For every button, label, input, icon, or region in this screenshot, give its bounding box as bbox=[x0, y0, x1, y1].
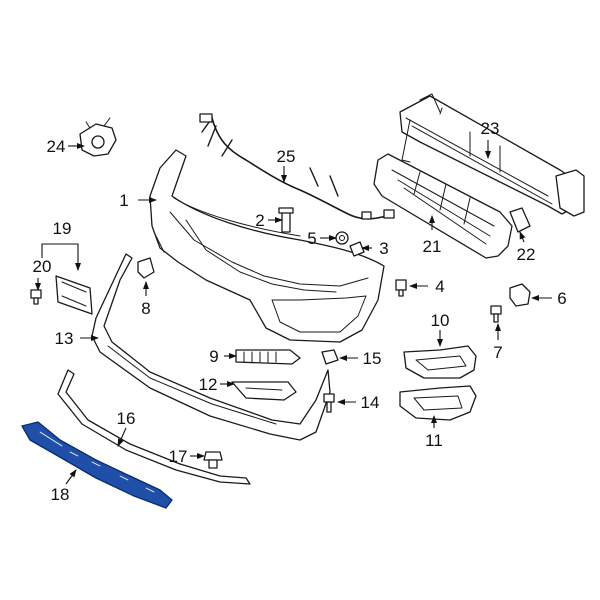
callout-19: 19 bbox=[53, 219, 72, 238]
part-10-bezel[interactable] bbox=[403, 345, 477, 379]
part-22-bracket[interactable] bbox=[509, 207, 531, 233]
callout-10: 10 bbox=[431, 311, 450, 330]
callout-17: 17 bbox=[169, 447, 188, 466]
leader-19 bbox=[41, 243, 81, 271]
callout-labels: 1 2 3 4 5 6 7 8 9 10 11 12 13 14 15 16 1… bbox=[33, 119, 567, 504]
part-20-screw[interactable] bbox=[30, 289, 42, 305]
leader-22 bbox=[519, 231, 526, 243]
part-9-trim[interactable] bbox=[235, 349, 301, 365]
part-19-license-bracket[interactable] bbox=[55, 275, 93, 315]
callout-16: 16 bbox=[117, 409, 136, 428]
callout-7: 7 bbox=[493, 343, 502, 362]
callout-4: 4 bbox=[435, 277, 444, 296]
part-3-clip[interactable] bbox=[349, 241, 365, 257]
part-5-clip[interactable] bbox=[335, 231, 349, 245]
callout-3: 3 bbox=[379, 239, 388, 258]
part-6-bracket[interactable] bbox=[509, 283, 531, 307]
part-8-clip[interactable] bbox=[137, 257, 155, 279]
callout-24: 24 bbox=[47, 137, 66, 156]
part-7-bolt[interactable] bbox=[490, 305, 502, 323]
callout-18: 18 bbox=[51, 485, 70, 504]
leader-16 bbox=[117, 427, 127, 447]
part-13-lower-cover[interactable] bbox=[91, 253, 331, 441]
callout-1: 1 bbox=[119, 191, 128, 210]
callout-12: 12 bbox=[199, 375, 218, 394]
callout-8: 8 bbox=[141, 299, 150, 318]
callout-13: 13 bbox=[55, 329, 74, 348]
callout-21: 21 bbox=[423, 237, 442, 256]
part-4-screw[interactable] bbox=[395, 279, 407, 297]
leader-lines bbox=[35, 140, 552, 485]
callout-9: 9 bbox=[209, 347, 218, 366]
part-14-bolt[interactable] bbox=[323, 393, 335, 413]
callout-5: 5 bbox=[307, 229, 316, 248]
part-2-bolt[interactable] bbox=[278, 207, 294, 233]
callout-6: 6 bbox=[557, 289, 566, 308]
part-21-energy-absorber[interactable] bbox=[373, 153, 513, 259]
callout-22: 22 bbox=[517, 245, 536, 264]
callout-11: 11 bbox=[425, 431, 443, 450]
callout-23: 23 bbox=[481, 119, 500, 138]
callout-20: 20 bbox=[33, 257, 52, 276]
part-1-bumper-cover[interactable] bbox=[149, 149, 385, 343]
callout-14: 14 bbox=[361, 393, 380, 412]
part-16-molding[interactable] bbox=[57, 369, 251, 485]
part-12-trim[interactable] bbox=[231, 381, 297, 401]
callout-15: 15 bbox=[363, 349, 382, 368]
part-25-wiring-harness[interactable] bbox=[199, 113, 395, 220]
callout-2: 2 bbox=[255, 211, 264, 230]
callout-25: 25 bbox=[277, 147, 296, 166]
leader-18 bbox=[65, 469, 77, 485]
part-18-lower-spoiler[interactable] bbox=[21, 421, 173, 509]
part-24-sensor[interactable] bbox=[79, 117, 117, 157]
part-15-nut[interactable] bbox=[321, 349, 339, 365]
part-17-clip[interactable] bbox=[203, 451, 223, 469]
part-11-bezel[interactable] bbox=[399, 385, 477, 421]
